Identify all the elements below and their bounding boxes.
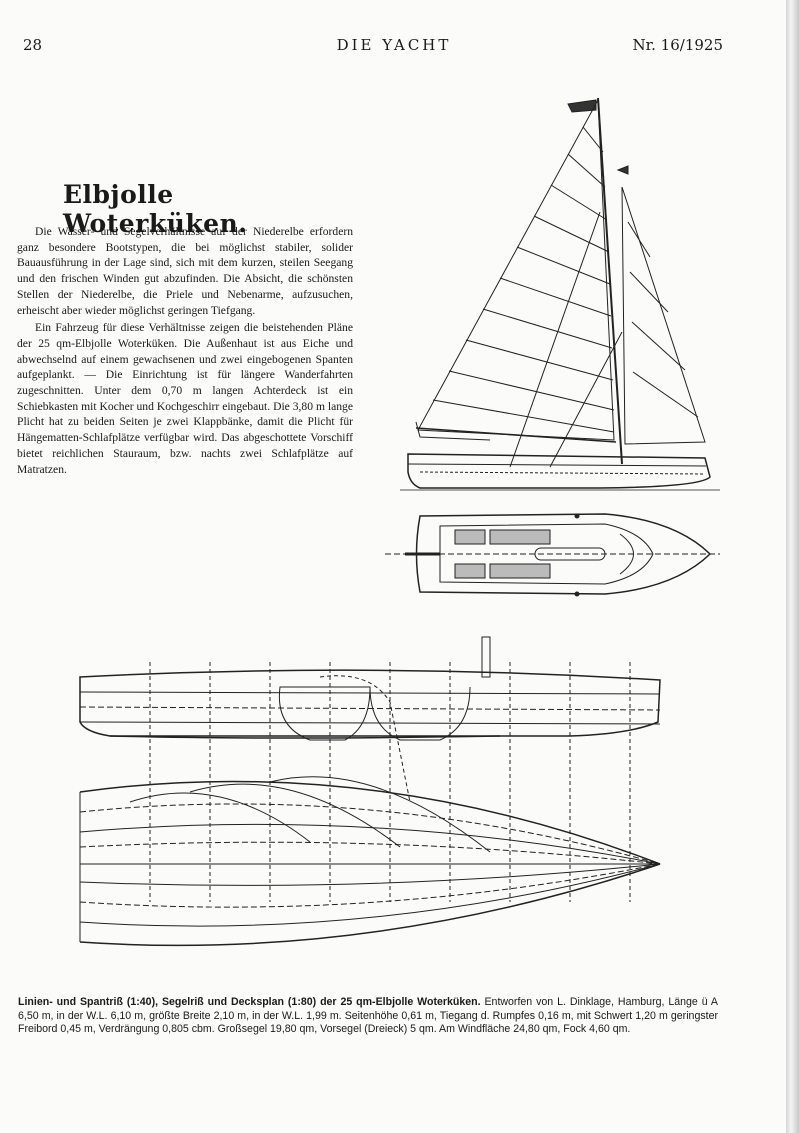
lines-plan-drawing [79, 636, 661, 947]
page-header: 28 DIE YACHT Nr. 16/1925 [0, 36, 788, 56]
deck-plan-drawing [385, 513, 720, 597]
article-body: Die Wasser- und Segelverhältnisse auf de… [17, 224, 353, 477]
issue-number: Nr. 16/1925 [632, 36, 724, 54]
page-edge [786, 0, 799, 1133]
figure-caption: Linien- und Spantriß (1:40), Segelriß un… [18, 996, 718, 1037]
article-paragraph-2: Ein Fahrzeug für diese Verhältnisse zeig… [17, 321, 353, 476]
article-title: Elbjolle Woterküken. [63, 180, 248, 238]
caption-lead: Linien- und Spantriß (1:40), Segelriß un… [18, 996, 481, 1008]
caption-details: Entworfen von L. Dinklage, Hamburg, Läng… [18, 996, 718, 1035]
page-number: 28 [23, 36, 43, 54]
article-paragraph-1: Die Wasser- und Segelverhältnisse auf de… [17, 225, 353, 317]
running-title: DIE YACHT [336, 36, 452, 54]
sail-plan-drawing [400, 97, 720, 491]
